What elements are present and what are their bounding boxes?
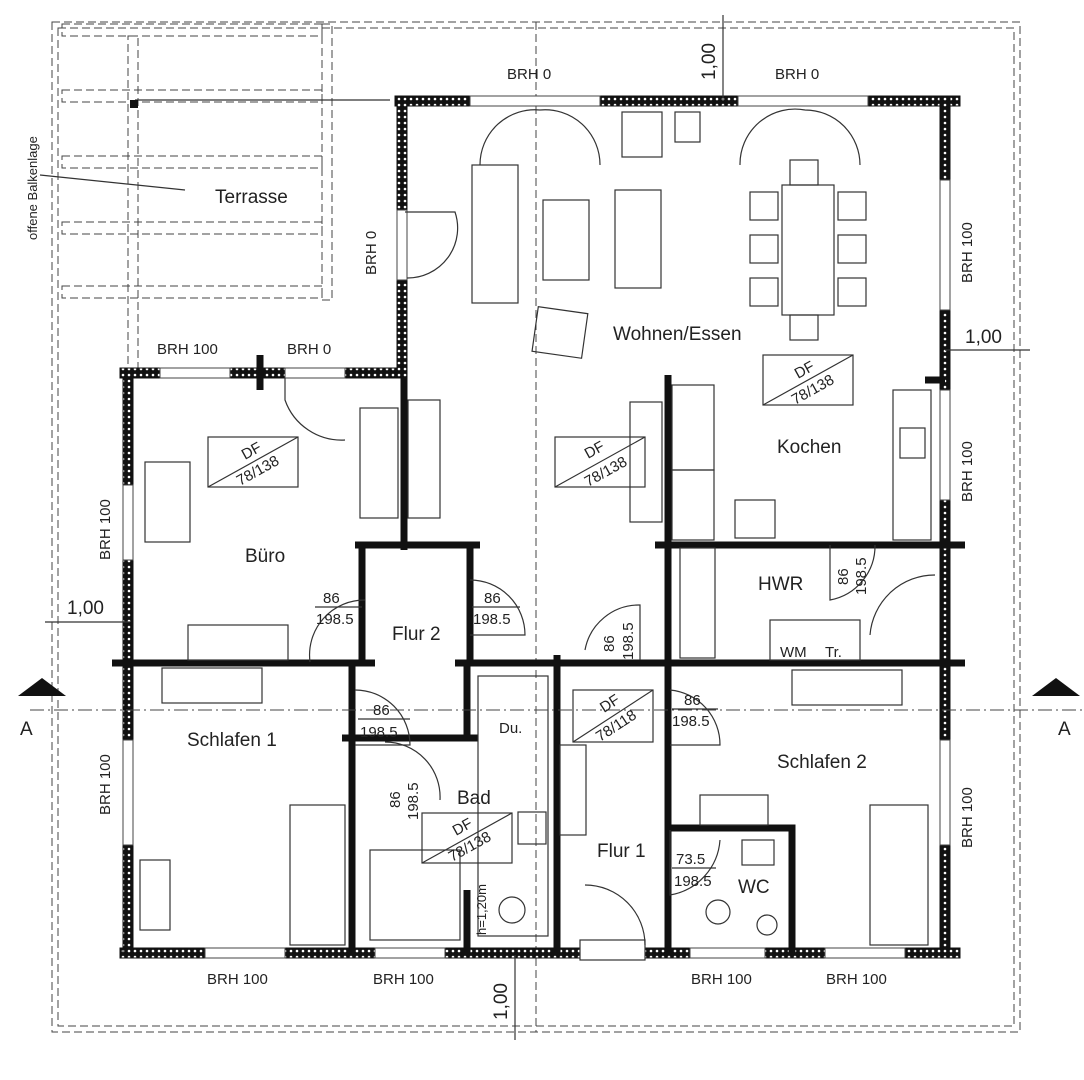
room-kochen: Kochen bbox=[777, 437, 841, 458]
door-label: 86 198.5 bbox=[315, 590, 362, 628]
svg-text:198.5: 198.5 bbox=[674, 873, 712, 890]
dimension-label: 1,00 bbox=[965, 327, 1002, 348]
brh-label: BRH 0 bbox=[775, 66, 819, 83]
brh-label: BRH 100 bbox=[157, 341, 218, 358]
room-schlafen1: Schlafen 1 bbox=[187, 730, 277, 751]
door-label: 86 198.5 bbox=[358, 702, 410, 741]
room-flur1: Flur 1 bbox=[597, 841, 646, 862]
balkenlage-label: offene Balkenlage bbox=[25, 136, 40, 240]
svg-text:198.5: 198.5 bbox=[316, 611, 354, 628]
brh-label: BRH 100 bbox=[959, 441, 976, 502]
skylights: DF 78/138 DF 78/138 DF 78/138 DF 78/118 … bbox=[207, 354, 854, 865]
svg-text:198.5: 198.5 bbox=[620, 622, 637, 660]
svg-text:78/118: 78/118 bbox=[593, 707, 640, 746]
room-labels: Terrasse Wohnen/Essen Kochen Büro Flur 2… bbox=[187, 187, 867, 898]
room-schlafen2: Schlafen 2 bbox=[777, 752, 867, 773]
interior-walls bbox=[112, 355, 965, 953]
svg-text:86: 86 bbox=[387, 791, 404, 808]
svg-text:86: 86 bbox=[684, 692, 701, 709]
brh-label: BRH 100 bbox=[959, 787, 976, 848]
section-marker-right-icon bbox=[1032, 678, 1080, 696]
windows bbox=[122, 95, 951, 959]
svg-text:86: 86 bbox=[601, 635, 618, 652]
brh-label: BRH 100 bbox=[959, 222, 976, 283]
brh-label: BRH 0 bbox=[287, 341, 331, 358]
skylight: DF 78/118 bbox=[572, 689, 654, 746]
room-hwr: HWR bbox=[758, 574, 803, 595]
dimension-label: 1,00 bbox=[67, 598, 104, 619]
svg-text:198.5: 198.5 bbox=[405, 782, 422, 820]
door-label: 86 198.5 bbox=[672, 692, 718, 730]
skylight: DF 78/138 bbox=[554, 436, 646, 490]
skylight: DF 78/138 bbox=[207, 436, 299, 489]
svg-text:198.5: 198.5 bbox=[853, 557, 870, 595]
brh-label: BRH 100 bbox=[826, 971, 887, 988]
door-label: 86 198.5 bbox=[472, 590, 520, 628]
terrace-beams bbox=[39, 23, 390, 377]
room-terrasse: Terrasse bbox=[215, 187, 288, 208]
section-label-left: A bbox=[20, 719, 33, 740]
brh-label: BRH 0 bbox=[507, 66, 551, 83]
wm-label: WM bbox=[780, 644, 807, 661]
dimension-label: 1,00 bbox=[491, 983, 512, 1020]
brh-label: BRH 100 bbox=[97, 499, 114, 560]
brh-label: BRH 100 bbox=[97, 754, 114, 815]
svg-text:198.5: 198.5 bbox=[672, 713, 710, 730]
brh-label: BRH 100 bbox=[373, 971, 434, 988]
svg-text:198.5: 198.5 bbox=[473, 611, 511, 628]
svg-text:78/138: 78/138 bbox=[446, 828, 494, 865]
room-bad: Bad bbox=[457, 788, 491, 809]
room-buero: Büro bbox=[245, 546, 285, 567]
roof-outline bbox=[51, 21, 1021, 1033]
svg-text:198.5: 198.5 bbox=[360, 724, 398, 741]
skylight: DF 78/138 bbox=[421, 812, 513, 865]
bad-height-label: h=1,20m bbox=[474, 884, 489, 935]
brh-labels: BRH 0 BRH 0 BRH 0 BRH 100 BRH 0 BRH 100 … bbox=[97, 66, 976, 988]
brh-label: BRH 100 bbox=[207, 971, 268, 988]
skylight: DF 78/138 bbox=[762, 354, 854, 408]
furniture bbox=[139, 111, 932, 961]
section-marker-left-icon bbox=[18, 678, 66, 696]
svg-text:86: 86 bbox=[323, 590, 340, 607]
svg-text:78/138: 78/138 bbox=[234, 452, 282, 489]
room-wohnen: Wohnen/Essen bbox=[613, 324, 742, 345]
room-du: Du. bbox=[499, 720, 522, 737]
svg-text:73.5: 73.5 bbox=[676, 851, 705, 868]
room-wc: WC bbox=[738, 877, 770, 898]
svg-text:86: 86 bbox=[484, 590, 501, 607]
brh-label: BRH 0 bbox=[363, 231, 380, 275]
svg-text:86: 86 bbox=[835, 568, 852, 585]
dimension-label: 1,00 bbox=[699, 43, 720, 80]
svg-text:86: 86 bbox=[373, 702, 390, 719]
dimensions: 1,00 1,00 1,00 1,00 bbox=[45, 15, 1030, 1040]
door-label: 73.5 198.5 bbox=[672, 851, 716, 890]
brh-label: BRH 100 bbox=[691, 971, 752, 988]
tr-label: Tr. bbox=[825, 644, 842, 661]
door-swings bbox=[284, 108, 936, 946]
svg-text:DF: DF bbox=[582, 438, 608, 463]
section-label-right: A bbox=[1058, 719, 1071, 740]
room-flur2: Flur 2 bbox=[392, 624, 441, 645]
